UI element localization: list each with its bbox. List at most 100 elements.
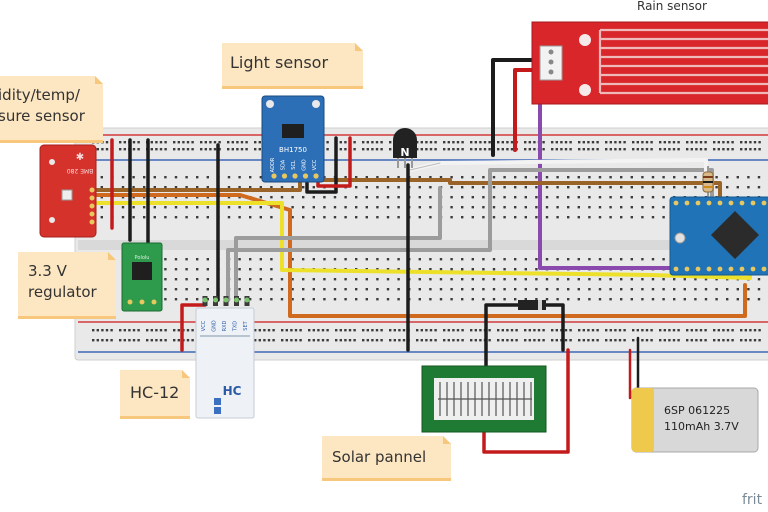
terminal-hole bbox=[185, 206, 188, 209]
terminal-hole bbox=[355, 176, 358, 179]
terminal-hole bbox=[450, 278, 453, 281]
rail-hole bbox=[389, 148, 392, 151]
rail-hole bbox=[204, 148, 207, 151]
terminal-hole bbox=[270, 206, 273, 209]
terminal-hole bbox=[386, 176, 390, 179]
terminal-hole bbox=[164, 186, 167, 189]
terminal-hole bbox=[524, 206, 527, 209]
rail-hole bbox=[582, 339, 585, 342]
terminal-hole bbox=[143, 216, 146, 219]
terminal-hole bbox=[121, 186, 125, 189]
rail-hole bbox=[569, 141, 572, 144]
terminal-hole bbox=[588, 298, 591, 301]
rail-hole bbox=[272, 329, 275, 332]
rail-hole bbox=[101, 148, 104, 151]
terminal-hole bbox=[100, 216, 103, 219]
terminal-hole bbox=[365, 258, 368, 261]
terminal-hole bbox=[333, 298, 337, 301]
terminal-hole bbox=[206, 268, 209, 271]
rail-hole bbox=[443, 148, 446, 151]
terminal-hole bbox=[249, 288, 252, 291]
rain-sensor-pcb bbox=[531, 21, 768, 105]
rail-hole bbox=[164, 329, 167, 332]
rail-hole bbox=[488, 141, 491, 144]
terminal-hole bbox=[174, 288, 178, 291]
terminal-hole bbox=[185, 196, 188, 199]
rail-hole bbox=[159, 148, 163, 151]
terminal-hole bbox=[630, 278, 633, 281]
rail-hole bbox=[591, 141, 595, 144]
terminal-hole bbox=[492, 216, 496, 219]
terminal-hole bbox=[344, 216, 347, 219]
rail-hole bbox=[663, 148, 666, 151]
rail-hole bbox=[740, 329, 743, 332]
terminal-hole bbox=[503, 288, 506, 291]
terminal-hole bbox=[196, 216, 199, 219]
terminal-hole bbox=[132, 216, 135, 219]
terminal-hole bbox=[355, 206, 358, 209]
callout-hc12: HC-12 bbox=[120, 370, 190, 419]
rail-hole bbox=[150, 339, 153, 342]
rail-hole bbox=[596, 339, 599, 342]
terminal-hole bbox=[461, 216, 464, 219]
bh1750-pin bbox=[271, 173, 277, 179]
terminal-hole bbox=[291, 186, 294, 189]
rail-hole bbox=[533, 148, 536, 151]
arduino-pin bbox=[761, 266, 767, 272]
rail-hole bbox=[258, 329, 261, 332]
terminal-hole bbox=[482, 186, 485, 189]
wire-black-solar-2 bbox=[543, 303, 565, 352]
rail-hole bbox=[551, 141, 554, 144]
rail-hole bbox=[456, 329, 460, 332]
terminal-hole bbox=[397, 186, 400, 189]
rail-hole bbox=[186, 329, 190, 332]
rail-hole bbox=[263, 339, 266, 342]
rail-hole bbox=[209, 148, 212, 151]
rail-hole bbox=[132, 339, 136, 342]
rail-hole bbox=[375, 339, 379, 342]
rail-hole bbox=[578, 148, 581, 151]
rail-hole bbox=[668, 148, 671, 151]
rail-hole bbox=[443, 141, 446, 144]
terminal-hole bbox=[535, 216, 538, 219]
terminal-hole bbox=[227, 196, 231, 199]
rail-hole bbox=[533, 339, 536, 342]
rail-hole bbox=[416, 148, 419, 151]
rail-hole bbox=[416, 339, 419, 342]
terminal-hole bbox=[100, 186, 103, 189]
rail-hole bbox=[731, 329, 734, 332]
terminal-hole bbox=[567, 288, 570, 291]
terminal-hole bbox=[439, 278, 443, 281]
rail-hole bbox=[641, 339, 644, 342]
rail-hole bbox=[321, 339, 325, 342]
rail-hole bbox=[506, 148, 509, 151]
label-rain-sensor: Rain sensor bbox=[637, 0, 707, 13]
terminal-hole bbox=[726, 288, 729, 291]
rail-hole bbox=[92, 339, 95, 342]
terminal-hole bbox=[429, 298, 432, 301]
terminal-hole bbox=[143, 176, 146, 179]
rail-hole bbox=[159, 329, 163, 332]
terminal-hole bbox=[429, 288, 432, 291]
terminal-hole bbox=[577, 258, 580, 261]
terminal-hole bbox=[577, 206, 580, 209]
arduino-pin bbox=[739, 200, 745, 206]
terminal-hole bbox=[386, 268, 390, 271]
terminal-hole bbox=[503, 206, 506, 209]
terminal-hole bbox=[492, 278, 496, 281]
rail-hole bbox=[758, 141, 761, 144]
terminal-hole bbox=[514, 288, 517, 291]
wire-black-solar-1 bbox=[484, 303, 522, 370]
terminal-hole bbox=[471, 298, 474, 301]
terminal-hole bbox=[238, 268, 241, 271]
terminal-hole bbox=[757, 186, 761, 189]
rail-hole bbox=[281, 339, 284, 342]
terminal-hole bbox=[291, 298, 294, 301]
rail-hole bbox=[452, 339, 455, 342]
terminal-hole bbox=[323, 288, 326, 291]
rail-hole bbox=[497, 339, 500, 342]
terminal-hole bbox=[609, 176, 612, 179]
terminal-hole bbox=[535, 298, 538, 301]
rail-hole bbox=[582, 148, 585, 151]
rail-hole bbox=[677, 339, 680, 342]
